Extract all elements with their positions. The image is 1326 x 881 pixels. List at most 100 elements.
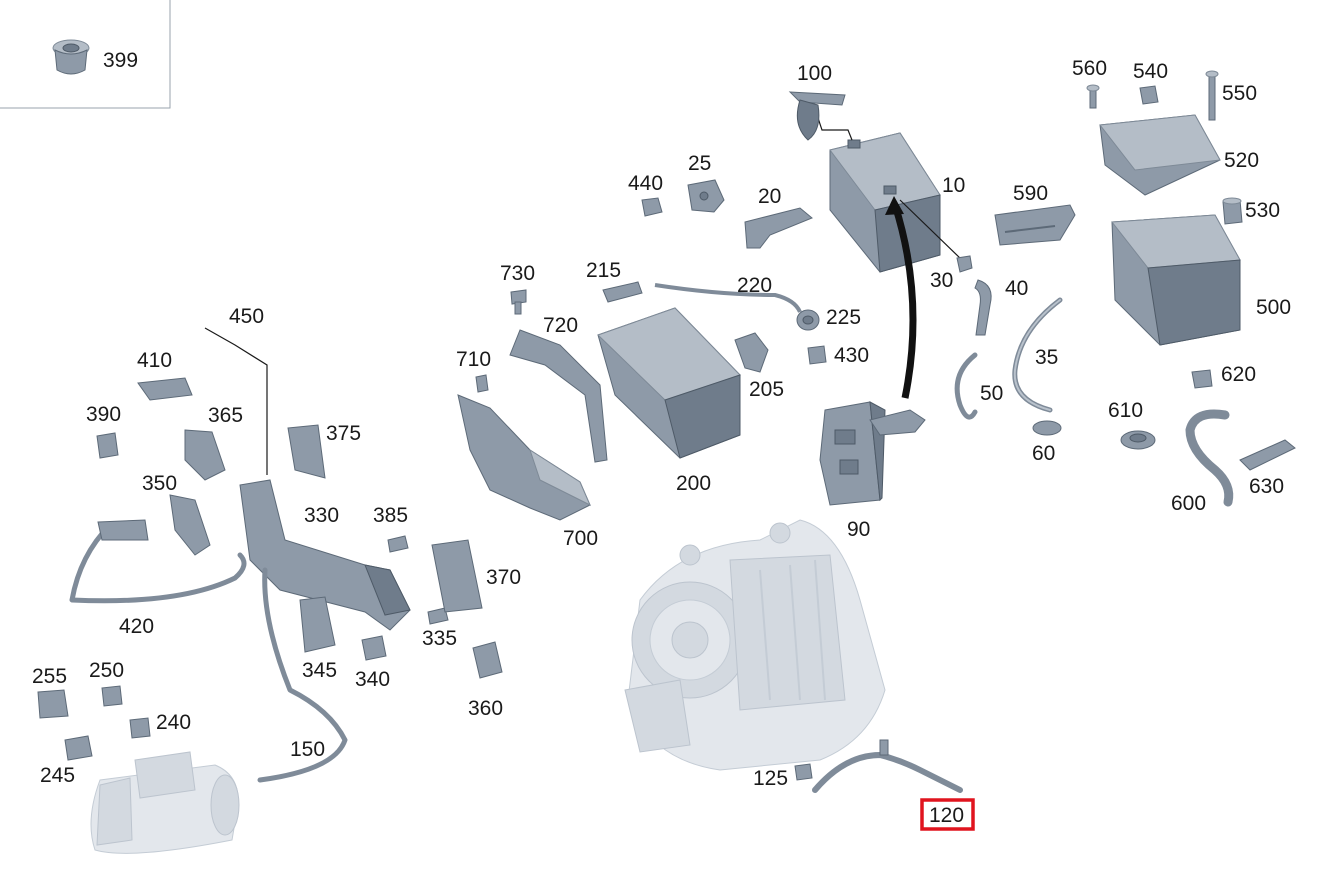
label-240[interactable]: 240 — [156, 711, 191, 734]
part-600-hose[interactable] — [1185, 409, 1234, 507]
label-450[interactable]: 450 — [229, 305, 264, 328]
label-430[interactable]: 430 — [834, 344, 869, 367]
label-550[interactable]: 550 — [1222, 82, 1257, 105]
part-250-bushing[interactable] — [101, 685, 123, 707]
part-200-battery[interactable] — [597, 307, 741, 459]
part-35-vent-hose[interactable] — [1012, 297, 1063, 413]
part-620-nut[interactable] — [1191, 369, 1213, 389]
label-530[interactable]: 530 — [1245, 199, 1280, 222]
part-40-vent-hose[interactable] — [974, 279, 992, 336]
label-700[interactable]: 700 — [563, 527, 598, 550]
part-430-nut[interactable] — [807, 345, 827, 365]
label-50[interactable]: 50 — [980, 382, 1003, 405]
part-375-mount[interactable] — [287, 424, 326, 479]
label-200[interactable]: 200 — [676, 472, 711, 495]
label-370[interactable]: 370 — [486, 566, 521, 589]
part-330-crossmember[interactable] — [239, 479, 411, 631]
part-50-vent-hose[interactable] — [954, 352, 978, 420]
label-500[interactable]: 500 — [1256, 296, 1291, 319]
part-700-battery-tray[interactable] — [457, 394, 592, 521]
label-420[interactable]: 420 — [119, 615, 154, 638]
label-410[interactable]: 410 — [137, 349, 172, 372]
label-540[interactable]: 540 — [1133, 60, 1168, 83]
label-520[interactable]: 520 — [1224, 149, 1259, 172]
label-255[interactable]: 255 — [32, 665, 67, 688]
label-125[interactable]: 125 — [753, 767, 788, 790]
label-345[interactable]: 345 — [302, 659, 337, 682]
part-500-control-unit[interactable] — [1111, 214, 1241, 346]
label-600[interactable]: 600 — [1171, 492, 1206, 515]
label-340[interactable]: 340 — [355, 668, 390, 691]
label-20[interactable]: 20 — [758, 185, 781, 208]
label-365[interactable]: 365 — [208, 404, 243, 427]
label-710[interactable]: 710 — [456, 348, 491, 371]
part-90-fuse-box[interactable] — [819, 401, 926, 506]
label-620[interactable]: 620 — [1221, 363, 1256, 386]
label-330[interactable]: 330 — [304, 504, 339, 527]
label-25[interactable]: 25 — [688, 152, 711, 175]
part-370-bracket[interactable] — [431, 539, 483, 613]
part-255-bushing[interactable] — [37, 689, 69, 719]
label-720[interactable]: 720 — [543, 314, 578, 337]
part-365-holder[interactable] — [184, 429, 226, 481]
label-335[interactable]: 335 — [422, 627, 457, 650]
part-125-bolt[interactable] — [794, 763, 813, 781]
part-225-grommet[interactable] — [796, 309, 820, 331]
part-590-cover[interactable] — [994, 204, 1076, 246]
label-150[interactable]: 150 — [290, 738, 325, 761]
label-730[interactable]: 730 — [500, 262, 535, 285]
label-120-highlighted[interactable]: 120 — [929, 804, 964, 827]
part-410-cover[interactable] — [137, 377, 193, 401]
part-245-bushing[interactable] — [64, 735, 93, 761]
part-630-sensor[interactable] — [1239, 439, 1296, 471]
part-150-cable[interactable] — [257, 567, 348, 783]
part-720-bracket[interactable] — [509, 329, 608, 463]
label-440[interactable]: 440 — [628, 172, 663, 195]
part-340-nut[interactable] — [361, 635, 387, 661]
label-350[interactable]: 350 — [142, 472, 177, 495]
part-100-terminal-clamp[interactable] — [788, 91, 846, 141]
part-360-holder[interactable] — [472, 641, 503, 679]
part-710-clip[interactable] — [475, 374, 489, 393]
label-215[interactable]: 215 — [586, 259, 621, 282]
part-345-pad[interactable] — [299, 596, 336, 653]
part-215-plug[interactable] — [602, 281, 643, 303]
part-399-grommet[interactable] — [52, 39, 90, 75]
label-399[interactable]: 399 — [103, 49, 138, 72]
label-90[interactable]: 90 — [847, 518, 870, 541]
part-420-cable[interactable] — [69, 519, 247, 604]
label-385[interactable]: 385 — [373, 504, 408, 527]
part-240-bushing[interactable] — [129, 717, 151, 739]
part-20-bracket[interactable] — [744, 207, 813, 249]
label-390[interactable]: 390 — [86, 403, 121, 426]
label-245[interactable]: 245 — [40, 764, 75, 787]
part-390-grommet[interactable] — [96, 432, 119, 459]
part-10-battery[interactable] — [829, 132, 941, 273]
label-560[interactable]: 560 — [1072, 57, 1107, 80]
part-60-grommet[interactable] — [1032, 420, 1062, 436]
label-205[interactable]: 205 — [749, 378, 784, 401]
label-220[interactable]: 220 — [737, 274, 772, 297]
label-590[interactable]: 590 — [1013, 182, 1048, 205]
label-250[interactable]: 250 — [89, 659, 124, 682]
label-375[interactable]: 375 — [326, 422, 361, 445]
label-30[interactable]: 30 — [930, 269, 953, 292]
part-440-grommet[interactable] — [641, 197, 663, 217]
label-225[interactable]: 225 — [826, 306, 861, 329]
part-550-long-bolt[interactable] — [1205, 70, 1219, 121]
label-360[interactable]: 360 — [468, 697, 503, 720]
label-35[interactable]: 35 — [1035, 346, 1058, 369]
part-540-nut[interactable] — [1139, 85, 1159, 105]
label-10[interactable]: 10 — [942, 174, 965, 197]
part-385-screw[interactable] — [387, 535, 409, 553]
part-530-cap[interactable] — [1222, 197, 1243, 225]
part-560-bolt[interactable] — [1086, 84, 1100, 109]
part-120-ground-cable[interactable] — [812, 739, 963, 793]
label-630[interactable]: 630 — [1249, 475, 1284, 498]
label-100[interactable]: 100 — [797, 62, 832, 85]
part-220-cable[interactable] — [654, 283, 802, 313]
part-350-holder[interactable] — [169, 494, 211, 556]
part-25-connector[interactable] — [687, 179, 725, 213]
part-730-bolt[interactable] — [510, 289, 527, 315]
label-610[interactable]: 610 — [1108, 399, 1143, 422]
